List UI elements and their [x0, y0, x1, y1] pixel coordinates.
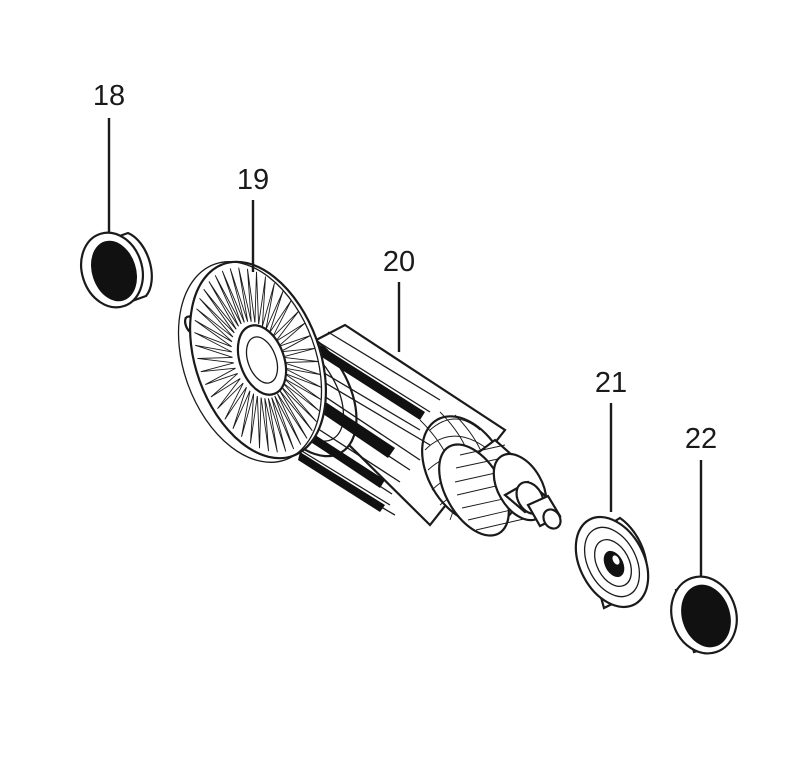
fan-blade — [241, 390, 255, 437]
callout-22: 22 — [685, 423, 717, 455]
part-18-bearing-cap — [80, 231, 153, 309]
fan-blade — [217, 378, 244, 409]
fan-blade — [196, 308, 234, 342]
fan-blade — [256, 396, 262, 449]
fan-blade — [197, 356, 234, 364]
fan-blade — [261, 283, 275, 330]
fan-blade — [249, 393, 258, 444]
fan-blade — [258, 276, 267, 327]
callout-21: 21 — [595, 367, 627, 399]
fan-blade — [232, 387, 251, 429]
callout-20: 20 — [383, 246, 415, 278]
fan-blade — [238, 267, 252, 322]
fan-blade — [283, 362, 321, 376]
fan-blade — [280, 347, 316, 358]
fan-blade — [221, 270, 245, 325]
fan-blade — [264, 398, 278, 453]
fan-blade — [229, 268, 249, 323]
part-19-fan — [177, 260, 328, 463]
fan-blade — [195, 344, 233, 358]
fan-blade — [282, 378, 320, 412]
fan-blade — [205, 367, 238, 385]
fan-blade — [272, 311, 299, 342]
fan-blade — [265, 291, 284, 333]
callout-18: 18 — [93, 80, 125, 112]
fan-blade — [267, 397, 287, 452]
fan-blade — [271, 395, 295, 450]
fan-blade — [194, 332, 233, 353]
fan-blade — [208, 281, 239, 330]
fan-blade — [210, 373, 241, 398]
fan-blade — [194, 319, 233, 347]
fan-blade — [269, 300, 292, 338]
callout-19: 19 — [237, 164, 269, 196]
fan-blade — [274, 393, 302, 445]
fan-blade — [281, 382, 317, 422]
fan-blade — [254, 271, 260, 324]
fan-blade — [283, 367, 322, 388]
fan-blade — [203, 288, 237, 334]
fan-blade — [279, 386, 313, 432]
fan-blade — [224, 382, 247, 420]
fan-blade — [277, 390, 308, 439]
fan-blade — [260, 397, 270, 452]
fan-blade — [199, 298, 235, 338]
fan-blade — [246, 268, 256, 323]
fan-blade — [278, 335, 311, 353]
fan-blade — [200, 362, 236, 373]
part-22-bearing-cap — [670, 575, 738, 655]
fan-blades — [194, 267, 322, 453]
fan-blade — [282, 356, 319, 364]
fan-blade — [283, 373, 322, 401]
fan-blade — [275, 322, 306, 347]
fan-blade — [214, 275, 242, 327]
part-21-ball-bearing — [574, 515, 650, 610]
